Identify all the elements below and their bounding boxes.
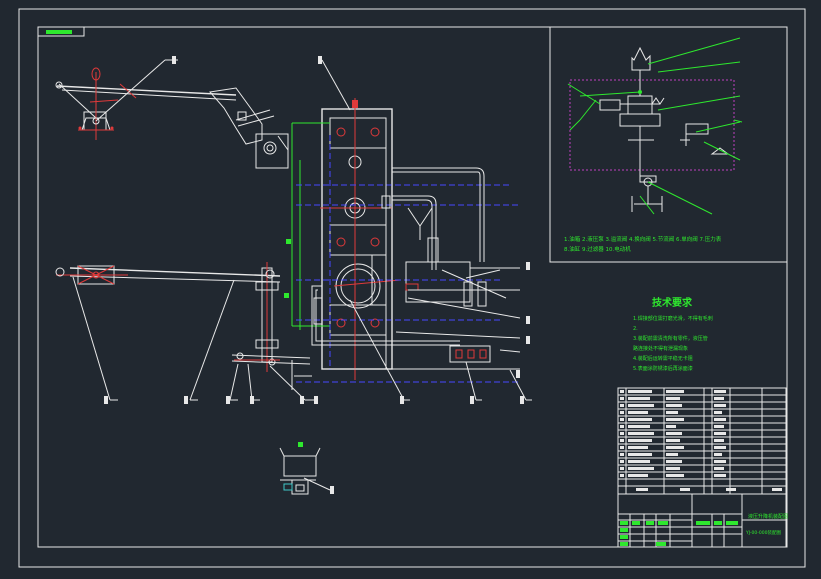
corner-tag-fill [46,30,72,34]
corner-tag-box [37,26,85,37]
outer-border [18,8,806,568]
inner-border [37,26,788,548]
drawing-name: 液压升降机装配图 [748,513,788,520]
bottom-leaders [291,59,532,401]
lower-frame-legs [55,262,314,401]
tech-req-item: 5.表面涂防锈漆后再涂面漆 [633,365,693,372]
central-housing [284,98,520,383]
parts-list-table [617,387,787,495]
upper-link-bracket [209,87,289,169]
hydraulic-schematic [567,37,743,215]
schematic-legend-line2: 8.油缸 9.过滤器 10.电动机 [564,245,631,253]
tech-req-item: 4.装配后运转需平稳无卡阻 [633,355,693,362]
handle-lever-assembly [55,59,237,140]
tech-req-item: 3.装配前需清洗所有零件，液压管 [633,335,708,342]
drawing-number: YJ-00-000装配图 [745,529,781,536]
balloon-marks [104,56,530,494]
leader-line [95,59,166,122]
schematic-panel [549,26,788,263]
tech-req-item: 1.焊接部位需打磨光滑，不得有毛刺 [633,315,713,322]
detail-view [279,442,331,495]
tech-req-title: 技术要求 [652,296,693,309]
schematic-legend-line1: 1.油箱 2.液压泵 3.溢流阀 4.换向阀 5.节流阀 6.单向阀 7.压力表 [564,235,722,243]
hydraulic-piping [311,118,521,370]
title-block [617,493,787,548]
tech-req-item: 2. [633,326,638,332]
tech-req-item: 路连接处不得有泄漏现象 [633,345,688,352]
